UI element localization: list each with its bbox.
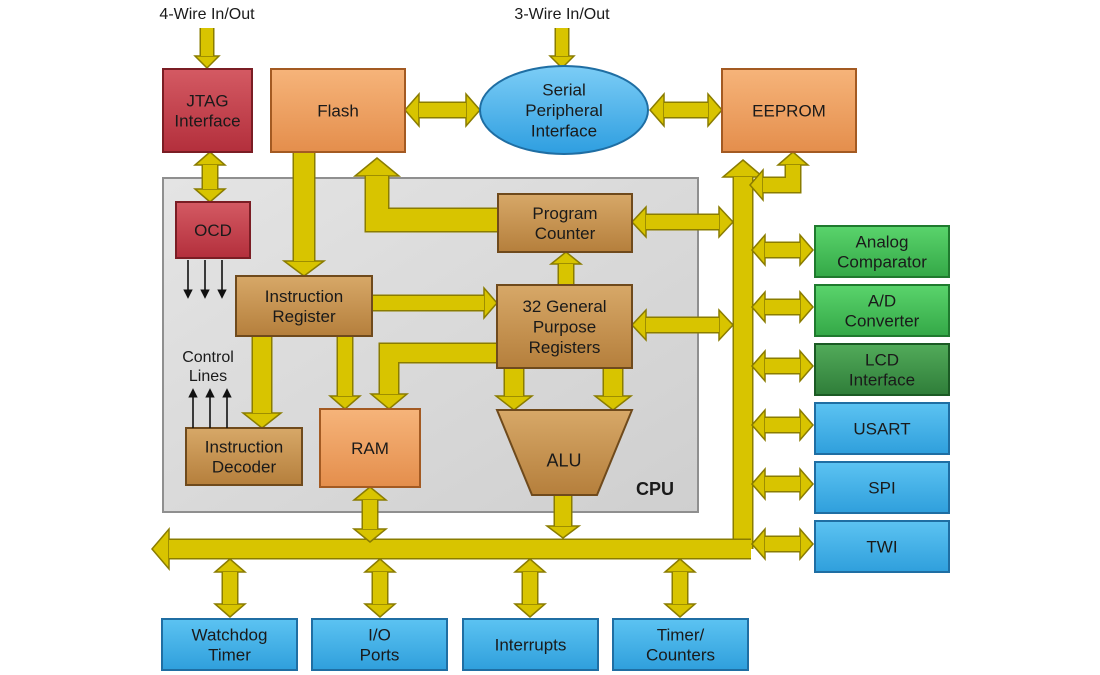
- ir-ram-arrow: [327, 336, 363, 410]
- three-wire-label: 3-Wire In/Out: [514, 6, 610, 23]
- spi-bus-ellipse-label-3: Interface: [531, 121, 597, 140]
- ocd-block: OCD: [175, 201, 251, 259]
- gp-registers-block-label-3: Registers: [529, 338, 601, 357]
- ir-decoder-arrow: [240, 336, 284, 429]
- io-ports-block-label-1: I/O: [368, 625, 391, 644]
- bus-bottom-arrow-3: [512, 558, 548, 618]
- four-wire-label: 4-Wire In/Out: [159, 6, 255, 23]
- jtag-block-label-1: JTAG: [186, 91, 228, 110]
- spi-bus-ellipse-label-2: Peripheral: [525, 101, 603, 120]
- bus-peripheral-arrow-2: [751, 289, 814, 325]
- bus-bottom-arrow-2: [362, 558, 398, 618]
- lcd-interface-block-label-1: LCD: [865, 350, 899, 369]
- flash-block: Flash: [270, 68, 406, 153]
- lcd-interface-block: LCD Interface: [814, 343, 950, 396]
- bus-bottom-arrow-4: [662, 558, 698, 618]
- usart-block: USART: [814, 402, 950, 455]
- ocd-block-label-1: OCD: [194, 221, 232, 240]
- spi-block: SPI: [814, 461, 950, 514]
- reg-ram-arrow: [368, 342, 497, 410]
- bus-arrows: [151, 28, 814, 618]
- flash-spi-arrow: [404, 92, 481, 128]
- ram-block-label-1: RAM: [351, 439, 389, 458]
- spi-bus-ellipse-label-1: Serial: [542, 81, 585, 100]
- program-counter-block-label-2: Counter: [535, 224, 596, 243]
- data-bus: [151, 526, 563, 572]
- timer-counters-block-label-2: Counters: [646, 646, 715, 665]
- interrupts-block-label-1: Interrupts: [495, 635, 567, 654]
- lcd-interface-block-label-2: Interface: [849, 371, 915, 390]
- ad-converter-block-label-1: A/D: [868, 291, 896, 310]
- alu-block-label-1: ALU: [546, 450, 581, 470]
- three-wire-arrow: [548, 28, 576, 70]
- reg-bus-arrow: [630, 308, 735, 342]
- control-lines-label-1: Control: [182, 349, 234, 366]
- ad-converter-block-label-2: Converter: [845, 312, 920, 331]
- bus-peripheral-arrow-6: [751, 526, 814, 562]
- pc-flash-arrow: [352, 157, 498, 233]
- control-lines-label-2: Lines: [189, 368, 227, 385]
- bus-peripheral-arrow-4: [751, 407, 814, 443]
- bus-peripheral-arrow-5: [751, 466, 814, 502]
- analog-comparator-block-label-1: Analog: [856, 232, 909, 251]
- usart-block-label-1: USART: [853, 419, 910, 438]
- spi-block-label-1: SPI: [868, 478, 895, 497]
- four-wire-arrow: [193, 28, 221, 70]
- watchdog-timer-block-label-1: Watchdog: [192, 625, 268, 644]
- program-counter-block-label-1: Program: [532, 204, 597, 223]
- timer-counters-block-label-1: Timer/: [657, 625, 705, 644]
- bus-bottom-arrow-1: [212, 558, 248, 618]
- reg-alu-left-arrow: [493, 368, 535, 411]
- instruction-register-block-label-1: Instruction: [265, 287, 343, 306]
- ram-bus-arrow: [351, 486, 389, 543]
- bus-peripheral-arrow-3: [751, 348, 814, 384]
- flash-block-label-1: Flash: [317, 101, 359, 120]
- analog-comparator-block-label-2: Comparator: [837, 253, 927, 272]
- pc-bus-arrow: [630, 205, 735, 239]
- alu-block: ALU: [495, 409, 634, 496]
- twi-block: TWI: [814, 520, 950, 573]
- jtag-block-label-2: Interface: [174, 112, 240, 131]
- jtag-block: JTAG Interface: [162, 68, 253, 153]
- eeprom-block-label-1: EEPROM: [752, 101, 826, 120]
- gp-registers-block-label-1: 32 General: [522, 297, 606, 316]
- instruction-decoder-block-label-1: Instruction: [205, 437, 283, 456]
- eeprom-block: EEPROM: [721, 68, 857, 153]
- watchdog-timer-block-label-2: Timer: [208, 646, 251, 665]
- data-bus-vertical: [720, 159, 766, 549]
- instruction-register-block-label-2: Register: [272, 307, 336, 326]
- twi-block-label-1: TWI: [866, 537, 897, 556]
- io-ports-block: I/O Ports: [311, 618, 448, 671]
- ir-reg-arrow: [372, 285, 498, 321]
- alu-bus-arrow: [544, 495, 582, 539]
- gp-registers-block-label-2: Purpose: [533, 317, 596, 336]
- flash-ir-arrow: [281, 152, 327, 277]
- reg-alu-right-arrow: [592, 368, 634, 411]
- timer-counters-block: Timer/Counters: [612, 618, 749, 671]
- jtag-ocd-arrow: [192, 151, 228, 203]
- bus-peripheral-arrow-1: [751, 232, 814, 268]
- ad-converter-block: A/D Converter: [814, 284, 950, 337]
- instruction-decoder-block-label-2: Decoder: [212, 458, 277, 477]
- io-ports-block-label-2: Ports: [360, 646, 400, 665]
- eeprom-bus-arrow: [749, 151, 811, 203]
- spi-eeprom-arrow: [649, 92, 723, 128]
- reg-pc-arrow: [548, 251, 584, 285]
- cpu-label: CPU: [636, 479, 674, 499]
- interrupts-block: Interrupts: [462, 618, 599, 671]
- ram-block: RAM: [319, 408, 421, 488]
